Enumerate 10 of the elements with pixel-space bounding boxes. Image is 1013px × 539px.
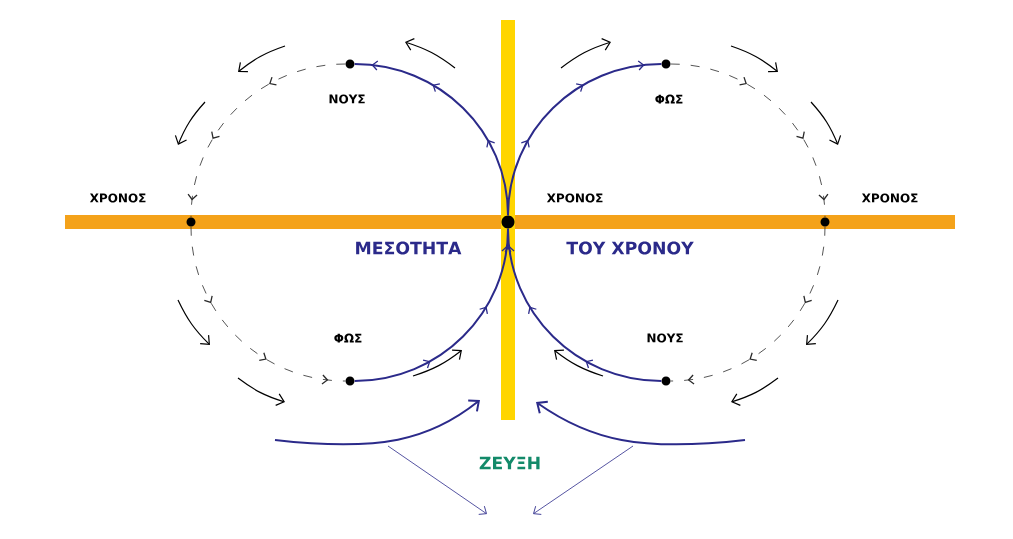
node-label: ΧΡΟΝΟΣ: [546, 193, 603, 203]
node-label: ΧΡΟΝΟΣ: [89, 193, 146, 203]
caption-text: ΖΕΥΞΗ: [479, 456, 540, 470]
node-label: ΝΟΥΣ: [647, 333, 683, 343]
node-label: ΧΡΟΝΟΣ: [861, 193, 918, 203]
caption-text: ΤΟΥ ΧΡΟΝΟΥ: [566, 241, 694, 255]
node-label: ΦΩΣ: [655, 94, 683, 104]
caption-text: ΜΕΣΟΤΗΤΑ: [356, 241, 462, 255]
node-label: ΦΩΣ: [334, 333, 362, 343]
node-label: ΝΟΥΣ: [329, 94, 365, 104]
